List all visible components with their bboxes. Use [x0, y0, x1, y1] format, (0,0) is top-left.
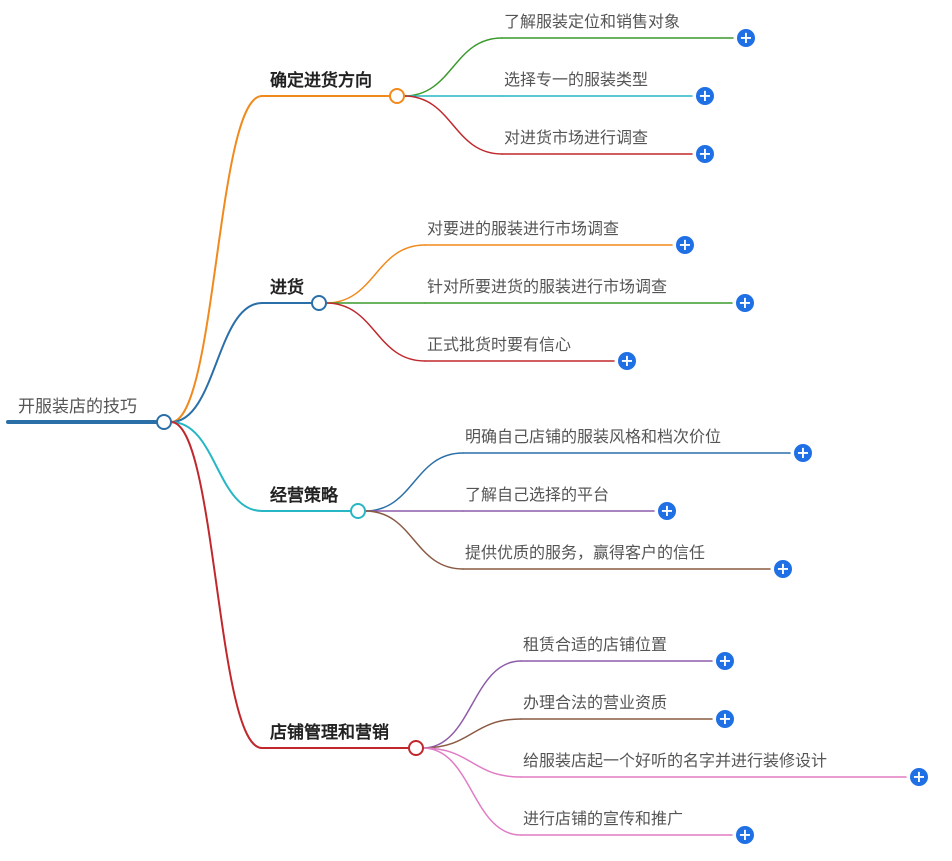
leaf-label: 进行店铺的宣传和推广	[523, 809, 684, 828]
expand-plus-icon[interactable]: +	[618, 352, 636, 370]
branch-node-circle[interactable]	[408, 740, 424, 756]
leaf-connector	[403, 37, 503, 97]
leaf-label: 给服装店起一个好听的名字并进行装修设计	[523, 751, 828, 770]
leaf-label: 选择专一的服装类型	[504, 70, 649, 89]
leaf-connector	[364, 452, 464, 512]
leaf-connector	[422, 747, 522, 836]
expand-plus-icon[interactable]: +	[676, 236, 694, 254]
expand-plus-icon[interactable]: +	[658, 502, 676, 520]
connector-lines	[6, 37, 907, 836]
branch-label: 经营策略	[270, 486, 338, 506]
branch-label: 进货	[270, 278, 304, 298]
leaf-label: 正式批货时要有信心	[427, 335, 572, 354]
root-node-circle[interactable]	[156, 414, 172, 430]
branch-connector	[170, 421, 263, 512]
leaf-connector	[422, 747, 522, 778]
expand-plus-icon[interactable]: +	[737, 29, 755, 47]
expand-plus-icon[interactable]: +	[910, 768, 928, 786]
leaf-connector	[325, 302, 426, 362]
root-label: 开服装店的技巧	[18, 397, 137, 417]
branch-node-circle[interactable]	[350, 503, 366, 519]
branch-node-circle[interactable]	[389, 88, 405, 104]
leaf-connector	[422, 718, 522, 749]
node-circles	[156, 88, 424, 756]
branch-label: 店铺管理和营销	[270, 723, 389, 743]
leaf-label: 了解自己选择的平台	[465, 485, 610, 504]
leaf-connector	[422, 660, 522, 749]
leaf-label: 租赁合适的店铺位置	[523, 635, 668, 654]
leaf-label: 针对所要进货的服装进行市场调查	[427, 277, 668, 296]
branch-node-circle[interactable]	[311, 295, 327, 311]
leaf-connector	[403, 95, 503, 155]
branch-connector	[170, 421, 263, 749]
branch-connector	[170, 302, 263, 423]
expand-plus-icon[interactable]: +	[794, 444, 812, 462]
branch-connector	[170, 95, 263, 423]
leaf-label: 明确自己店铺的服装风格和档次价位	[465, 427, 722, 446]
expand-plus-icon[interactable]: +	[736, 826, 754, 844]
leaf-label: 对要进的服装进行市场调查	[427, 219, 620, 238]
expand-plus-icon[interactable]: +	[774, 560, 792, 578]
expand-plus-icon[interactable]: +	[736, 294, 754, 312]
leaf-connector	[325, 244, 426, 304]
leaf-label: 办理合法的营业资质	[523, 693, 668, 712]
leaf-label: 了解服装定位和销售对象	[504, 12, 681, 31]
leaf-connector	[364, 510, 464, 570]
expand-plus-icon[interactable]: +	[696, 145, 714, 163]
expand-plus-icon[interactable]: +	[716, 710, 734, 728]
expand-plus-icon[interactable]: +	[716, 652, 734, 670]
leaf-label: 对进货市场进行调查	[504, 128, 649, 147]
leaf-label: 提供优质的服务，赢得客户的信任	[465, 543, 706, 562]
branch-label: 确定进货方向	[270, 71, 372, 91]
expand-plus-icon[interactable]: +	[696, 87, 714, 105]
